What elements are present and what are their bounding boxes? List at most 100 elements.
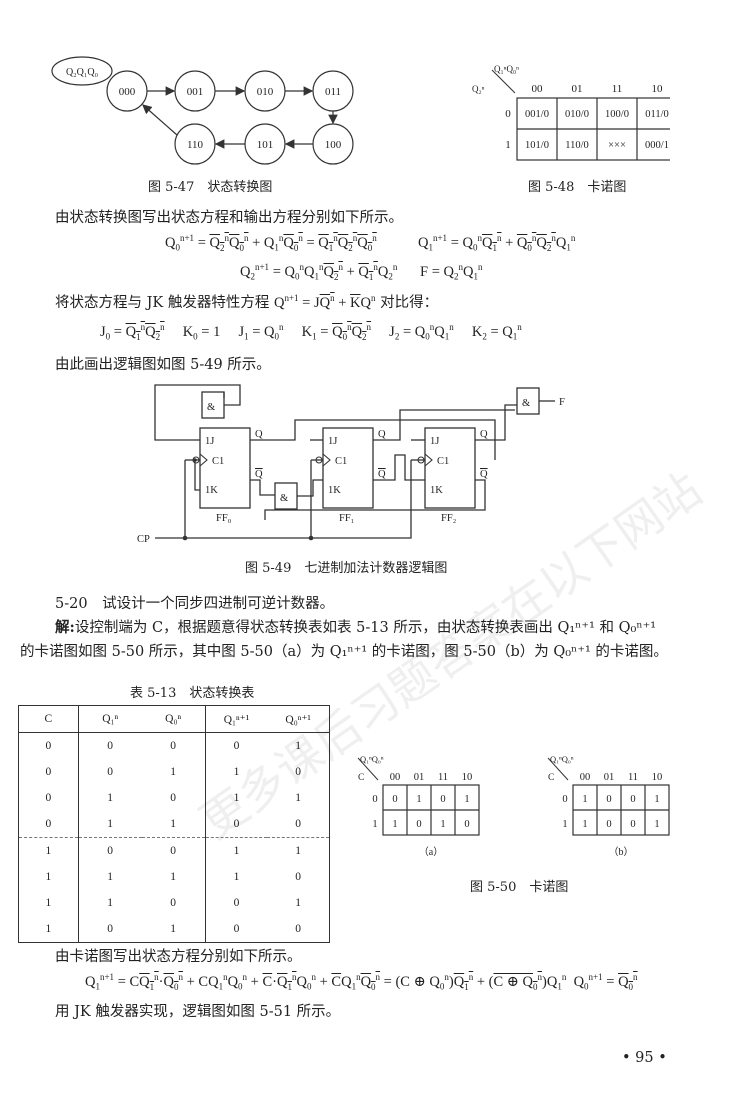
pin-1k: 1K bbox=[328, 485, 341, 496]
output-qbar: Q bbox=[255, 469, 263, 480]
kmap-col-var: Q₁ⁿQ₀ⁿ bbox=[550, 754, 574, 764]
pin-c1: C1 bbox=[437, 456, 449, 467]
output-q: Q bbox=[255, 429, 263, 440]
kmap-cell: 0 bbox=[606, 794, 611, 805]
paragraph: 将状态方程与 JK 触发器特性方程 Qn+1 = JQn + KQn 对比得： bbox=[55, 293, 439, 311]
kmap-cell: 1 bbox=[654, 794, 659, 805]
table-cell: 0 bbox=[18, 811, 79, 838]
kmap-row-header: 0 bbox=[372, 794, 377, 805]
pin-c1: C1 bbox=[212, 456, 224, 467]
ff-label: FF₀ bbox=[216, 513, 232, 524]
clock-label: CP bbox=[137, 534, 150, 545]
flip-flop-ff0 bbox=[199, 427, 251, 509]
ff-label: FF₂ bbox=[441, 513, 457, 524]
kmap-col-header: 10 bbox=[652, 83, 664, 95]
table-cell: 1 bbox=[204, 837, 268, 864]
table-cell: 1 bbox=[295, 845, 302, 857]
kmap-cell: 0 bbox=[440, 794, 445, 805]
state-diagram: Q₂Q₁Q₀ 000 001 010 011 100 101 110 bbox=[51, 56, 354, 165]
output-qbar: Q bbox=[480, 469, 488, 480]
table-cell: 0 bbox=[204, 890, 268, 916]
kmap-col-var: Q₁ⁿQ₀ⁿ bbox=[494, 64, 519, 74]
output-qbar: Q bbox=[378, 469, 386, 480]
pin-1k: 1K bbox=[430, 485, 443, 496]
output-q: Q bbox=[480, 429, 488, 440]
table-cell: 1 bbox=[204, 785, 268, 811]
table-cell: 0 bbox=[107, 766, 114, 778]
kmap-row-header: 0 bbox=[505, 108, 511, 120]
table-cell: 1 bbox=[18, 890, 79, 916]
kmap-cell: 1 bbox=[654, 819, 659, 830]
kmap-row-header: 0 bbox=[562, 794, 567, 805]
ff-label: FF₁ bbox=[339, 513, 354, 524]
pin-1k: 1K bbox=[205, 485, 218, 496]
table-cell: 1 bbox=[18, 837, 79, 864]
output-f-label: F bbox=[559, 397, 565, 408]
kmap-row-header: 1 bbox=[372, 819, 377, 830]
page-number: • 95 • bbox=[622, 1050, 667, 1066]
table-cell: 0 bbox=[295, 766, 302, 778]
table-cell: 1 bbox=[18, 864, 79, 890]
kmap-cell: 010/0 bbox=[565, 109, 589, 120]
table-cell: 1 bbox=[204, 759, 268, 785]
kmap-col-header: 10 bbox=[652, 772, 663, 783]
equation-final: Q1n+1 = CQ1n·Q0n + CQ1nQ0n + C·Q1nQ0n + … bbox=[85, 972, 638, 992]
table-cell: 0 bbox=[267, 916, 330, 943]
table-cell: 0 bbox=[18, 759, 79, 785]
table-cell: 1 bbox=[295, 897, 302, 909]
kmap-row-header: 1 bbox=[562, 819, 567, 830]
state-label: 000 bbox=[119, 86, 136, 98]
pin-c1: C1 bbox=[335, 456, 347, 467]
table-cell: 1 bbox=[170, 766, 176, 778]
figure-caption: 图 5-49 七进制加法计数器逻辑图 bbox=[245, 561, 448, 576]
kmap-col-header: 01 bbox=[572, 83, 583, 95]
karnaugh-map-548: Q₁ⁿQ₀ⁿ Q₂ⁿ 00 01 11 10 0 1 001/0 010/0 1… bbox=[472, 64, 670, 161]
kmap-cell: 1 bbox=[582, 819, 587, 830]
state-label: 101 bbox=[257, 139, 274, 151]
kmap-row-var: C bbox=[548, 773, 554, 783]
table-cell: 1 bbox=[107, 897, 114, 909]
kmap-sublabel: （b） bbox=[609, 846, 634, 858]
kmap-cell: 1 bbox=[416, 794, 421, 805]
table-header-cell: C bbox=[18, 705, 79, 733]
paragraph: 由卡诺图写出状态方程分别如下所示。 bbox=[55, 949, 302, 965]
kmap-cell: 001/0 bbox=[525, 109, 549, 120]
kmap-cell: 101/0 bbox=[525, 140, 549, 151]
paragraph: 由此画出逻辑图如图 5-49 所示。 bbox=[55, 357, 271, 373]
paragraph: 的卡诺图如图 5-50 所示，其中图 5-50（a）为 Q₁ⁿ⁺¹ 的卡诺图，图… bbox=[20, 644, 668, 660]
kmap-diagonal bbox=[547, 757, 569, 781]
table-cell: 1 bbox=[78, 811, 142, 838]
figure-caption: 图 5-50 卡诺图 bbox=[470, 880, 569, 895]
kmap-cell: 110/0 bbox=[565, 140, 589, 151]
kmap-cell: 1 bbox=[392, 819, 397, 830]
kmap-cell: 000/1 bbox=[645, 140, 669, 151]
kmap-col-header: 01 bbox=[414, 772, 425, 783]
pin-1j: 1J bbox=[430, 436, 439, 447]
output-q: Q bbox=[378, 429, 386, 440]
kmap-cell: 0 bbox=[392, 794, 397, 805]
table-header-cell: Q₁ⁿ⁺¹ bbox=[204, 705, 268, 733]
kmap-cell: 100/0 bbox=[605, 109, 629, 120]
kmap-cell: 0 bbox=[416, 819, 421, 830]
state-legend-label: Q₂Q₁Q₀ bbox=[66, 67, 99, 78]
table-cell: 1 bbox=[18, 916, 79, 943]
state-label: 100 bbox=[325, 139, 342, 151]
table-cell: 0 bbox=[18, 732, 79, 759]
gate-symbol: & bbox=[280, 493, 288, 504]
kmap-sublabel: （a） bbox=[419, 846, 443, 858]
kmap-col-header: 11 bbox=[612, 83, 623, 95]
kmap-row-var: Q₂ⁿ bbox=[472, 84, 485, 94]
kmap-col-header: 01 bbox=[604, 772, 615, 783]
flip-flop-ff2 bbox=[424, 427, 476, 509]
table-row: 0 0 1 1 0 bbox=[18, 759, 330, 785]
table-cell: 0 bbox=[295, 871, 302, 883]
table-cell: 0 bbox=[204, 811, 268, 838]
equation-q1: Q1n+1 = Q0nQ1n + Q0nQ2nQ1n bbox=[418, 233, 576, 253]
equation-f: F = Q2nQ1n bbox=[420, 262, 483, 282]
table-cell: 1 bbox=[204, 864, 268, 890]
